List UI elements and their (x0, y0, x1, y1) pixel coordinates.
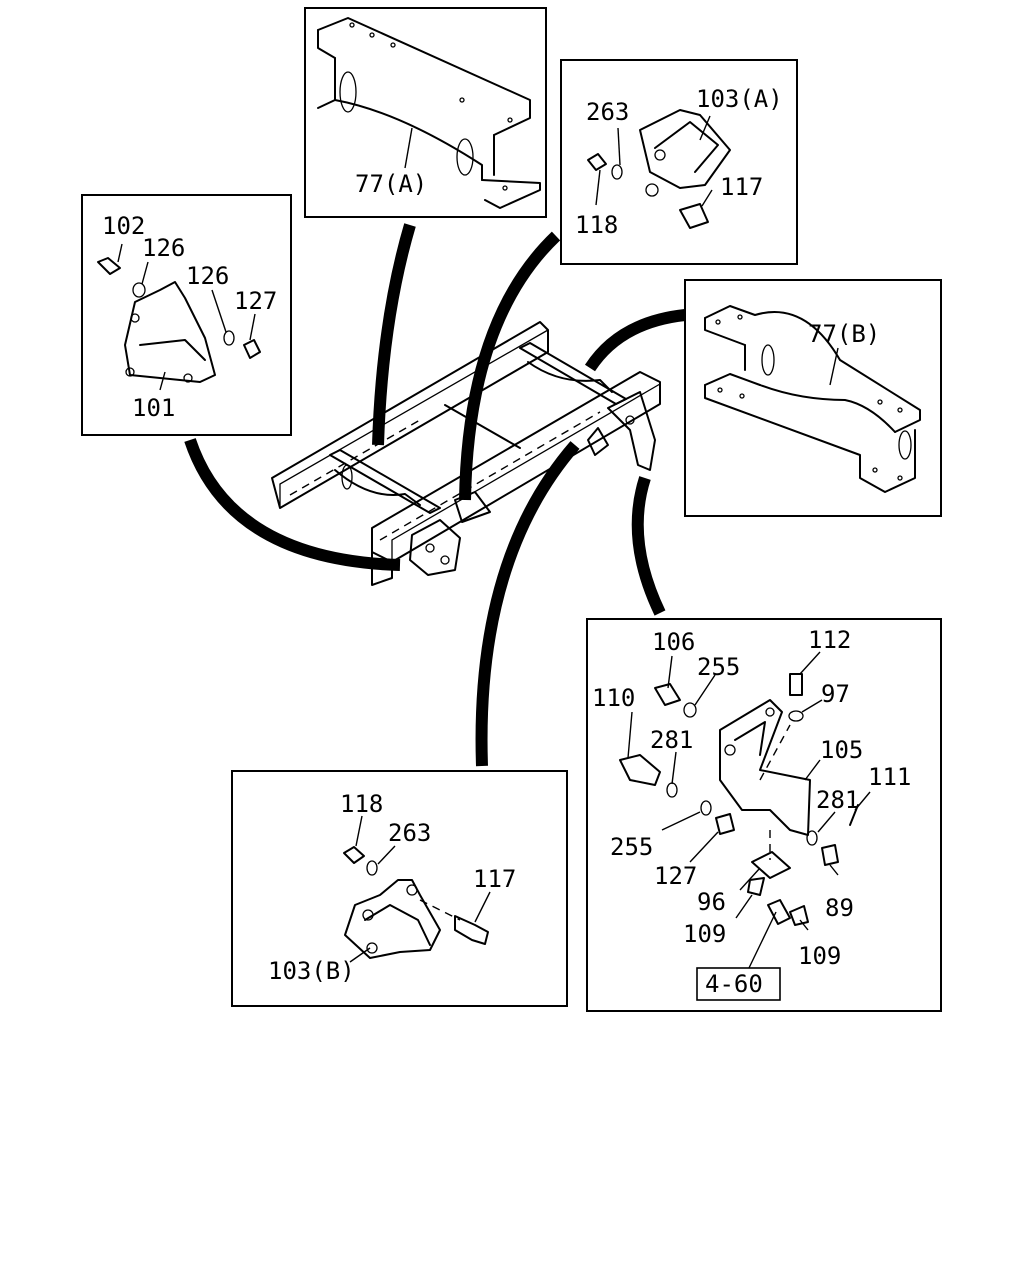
label-rear-hanger-nut-127: 127 (654, 862, 697, 890)
label-rear-hanger-pin-111: 111 (868, 763, 911, 791)
bracket-a-drawing (587, 109, 731, 229)
label-rear-hanger-bushing-109-right: 109 (798, 942, 841, 970)
label-rear-hanger-bolt-110: 110 (592, 684, 635, 712)
label-rear-hanger-bolt-106: 106 (652, 628, 695, 656)
frame-bracket-b: 118 263 117 103(B) (231, 770, 568, 1007)
callout-bracket-b (475, 441, 580, 767)
label-front-bracket-washer-2: 126 (186, 262, 229, 290)
front-bracket-drawing (97, 257, 261, 383)
label-rear-hanger-bushing-109-left: 109 (683, 920, 726, 948)
label-crossmember-a: 77(A) (355, 170, 427, 198)
label-bracket-b-nut: 118 (340, 790, 383, 818)
label-bracket-b-bracket: 103(B) (268, 957, 355, 985)
label-rear-hanger-hanger: 105 (820, 736, 863, 764)
reference-box[interactable] (696, 967, 781, 1001)
label-rear-hanger-nut-89: 89 (825, 894, 854, 922)
frame-rear-hanger: 106 255 112 97 110 281 105 111 281 255 1… (586, 618, 942, 1012)
label-bracket-b-bolt: 117 (473, 865, 516, 893)
chassis-frame (271, 321, 661, 586)
label-rear-hanger-washer-281-left: 281 (650, 726, 693, 754)
reference-box-label[interactable]: 4-60 (705, 970, 763, 998)
label-rear-hanger-bolt-112: 112 (808, 626, 851, 654)
label-bracket-b-washer: 263 (388, 819, 431, 847)
frame-crossmember-a: 77(A) (304, 7, 547, 218)
label-front-bracket-washer-1: 126 (142, 234, 185, 262)
label-crossmember-b: 77(B) (808, 320, 880, 348)
label-rear-hanger-washer-97: 97 (821, 680, 850, 708)
callout-front-bracket (184, 438, 401, 571)
label-rear-hanger-plate-96: 96 (697, 888, 726, 916)
callout-rear-hanger (631, 476, 666, 616)
frame-bracket-a: 263 103(A) 117 118 (560, 59, 798, 265)
label-bracket-a-washer: 263 (586, 98, 629, 126)
label-bracket-a-bracket: 103(A) (696, 85, 783, 113)
frame-front-bracket: 102 126 126 127 101 (81, 194, 292, 436)
callout-bracket-a (459, 231, 561, 501)
crossmember-a-drawing (317, 17, 541, 209)
label-rear-hanger-washer-255-top: 255 (697, 653, 740, 681)
bracket-b-drawing (343, 846, 489, 959)
label-bracket-a-nut: 118 (575, 211, 618, 239)
frame-crossmember-b: 77(B) (684, 279, 942, 517)
callout-crossmember-b (584, 309, 686, 372)
label-rear-hanger-washer-281-right: 281 (816, 786, 859, 814)
label-bracket-a-bolt: 117 (720, 173, 763, 201)
label-rear-hanger-washer-255-bottom: 255 (610, 833, 653, 861)
label-front-bracket-bolt: 102 (102, 212, 145, 240)
label-front-bracket-nut: 127 (234, 287, 277, 315)
crossmember-b-drawing (704, 305, 921, 493)
label-front-bracket-bracket: 101 (132, 394, 175, 422)
